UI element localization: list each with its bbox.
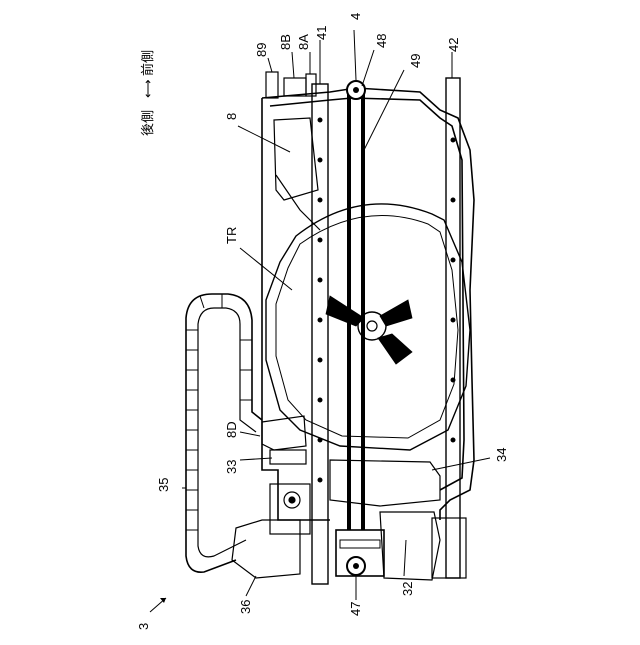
label-4: 4 bbox=[348, 13, 363, 20]
front-side-label: 前側 bbox=[140, 50, 155, 76]
label-41: 41 bbox=[314, 26, 329, 40]
label-34: 34 bbox=[494, 448, 509, 462]
label-8D: 8D bbox=[224, 421, 239, 438]
part-36 bbox=[232, 520, 300, 578]
housing-8 bbox=[262, 88, 474, 520]
label-42: 42 bbox=[446, 38, 461, 52]
label-8B: 8B bbox=[278, 34, 293, 50]
hub-blade-3 bbox=[378, 334, 412, 364]
part-33 bbox=[270, 450, 306, 464]
label-32: 32 bbox=[400, 582, 415, 596]
label-48: 48 bbox=[374, 34, 389, 48]
label-33: 33 bbox=[224, 460, 239, 474]
part-34 bbox=[330, 460, 440, 506]
direction-arrow-glyph: ⟷ bbox=[140, 79, 155, 98]
hub-blade-1 bbox=[380, 300, 412, 326]
part-32 bbox=[380, 512, 440, 580]
label-36: 36 bbox=[238, 600, 253, 614]
part-8D bbox=[262, 416, 306, 450]
part-89 bbox=[266, 72, 278, 98]
rear-side-label: 後側 bbox=[140, 110, 155, 136]
drum-tray-TR bbox=[266, 204, 470, 450]
label-3: 3 bbox=[136, 623, 151, 630]
label-8: 8 bbox=[224, 113, 239, 120]
label-35: 35 bbox=[156, 478, 171, 492]
direction-indicator: 後側 ⟷ 前側 bbox=[140, 50, 155, 136]
label-47: 47 bbox=[348, 602, 363, 616]
label-89: 89 bbox=[254, 43, 269, 57]
label-TR: TR bbox=[224, 227, 239, 244]
label-8A: 8A bbox=[296, 34, 311, 50]
part-8B bbox=[284, 78, 306, 96]
gear-box bbox=[270, 484, 310, 534]
hub-blade-2 bbox=[326, 296, 364, 326]
label-49: 49 bbox=[408, 54, 423, 68]
